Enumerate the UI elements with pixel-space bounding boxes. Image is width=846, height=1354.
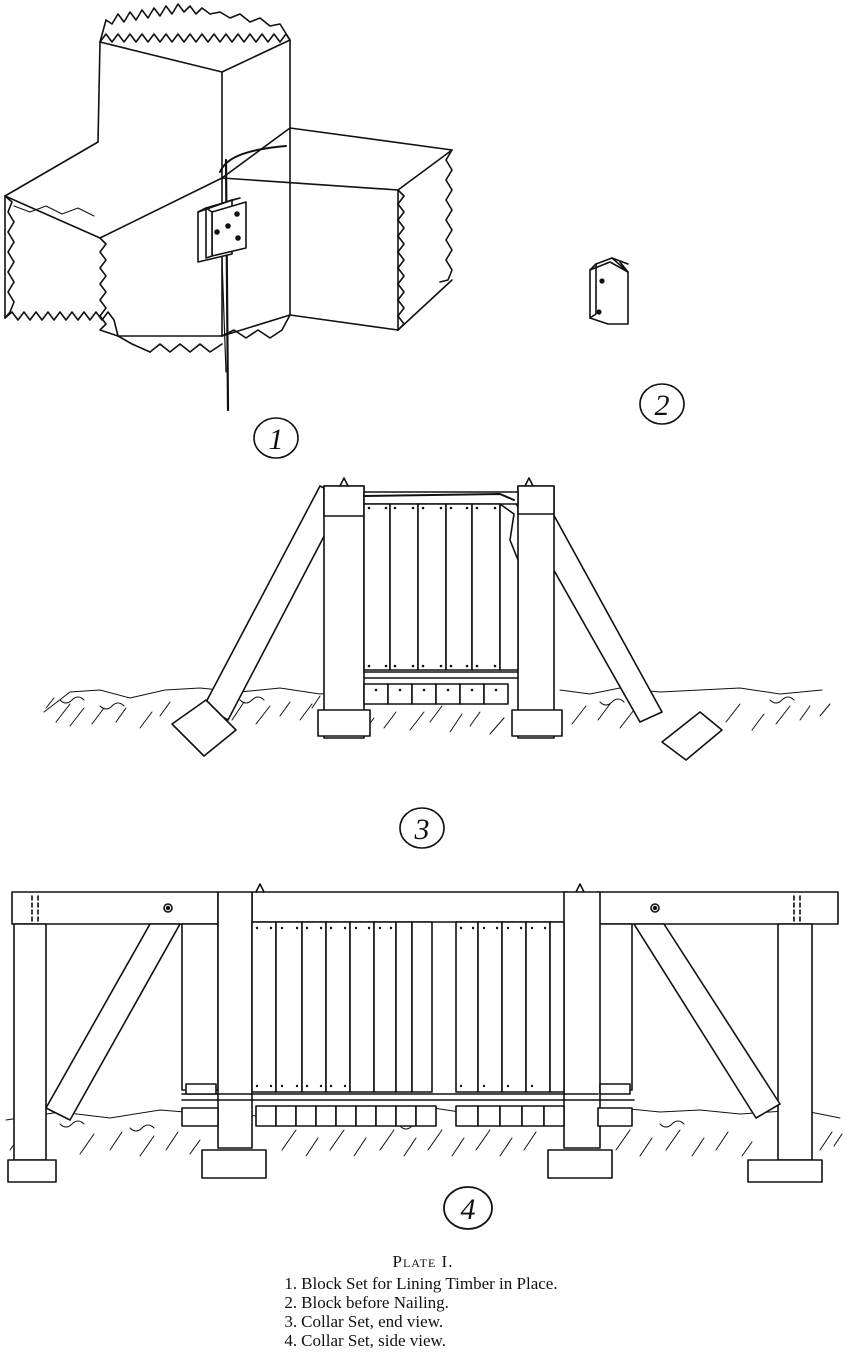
svg-text:4: 4 (461, 1193, 476, 1226)
plate-title: Plate I. (392, 1252, 454, 1271)
figure-2-number: 2 (639, 383, 685, 425)
figure-3-number: 3 (399, 807, 445, 849)
caption-number: 4. (284, 1331, 298, 1350)
svg-text:2: 2 (655, 389, 670, 422)
caption-number: 3. (284, 1312, 298, 1331)
caption-item-2: 2.Block before Nailing. (284, 1293, 561, 1312)
caption-text: Collar Set, end view. (301, 1312, 444, 1331)
caption-item-4: 4.Collar Set, side view. (284, 1331, 561, 1350)
caption-item-1: 1.Block Set for Lining Timber in Place. (284, 1274, 561, 1293)
caption-number: 2. (284, 1293, 298, 1312)
svg-text:1: 1 (269, 423, 284, 456)
caption-text: Block before Nailing. (301, 1293, 449, 1312)
svg-text:3: 3 (414, 813, 430, 846)
figure-1-block-set (4, 3, 453, 412)
plate-drawings: 1 2 3 4 (4, 3, 843, 1230)
figure-3-collar-set-end-view (43, 477, 831, 761)
plate-caption: Plate I. 1.Block Set for Lining Timber i… (0, 1252, 846, 1351)
caption-item-3: 3.Collar Set, end view. (284, 1312, 561, 1331)
caption-text: Collar Set, side view. (301, 1331, 446, 1350)
caption-number: 1. (284, 1274, 298, 1293)
figure-1-number: 1 (253, 417, 299, 459)
figure-4-collar-set-side-view (5, 883, 843, 1183)
figure-4-number: 4 (443, 1186, 493, 1230)
figure-2-block-before-nailing (589, 257, 629, 325)
caption-list: 1.Block Set for Lining Timber in Place. … (284, 1274, 561, 1350)
caption-text: Block Set for Lining Timber in Place. (301, 1274, 558, 1293)
